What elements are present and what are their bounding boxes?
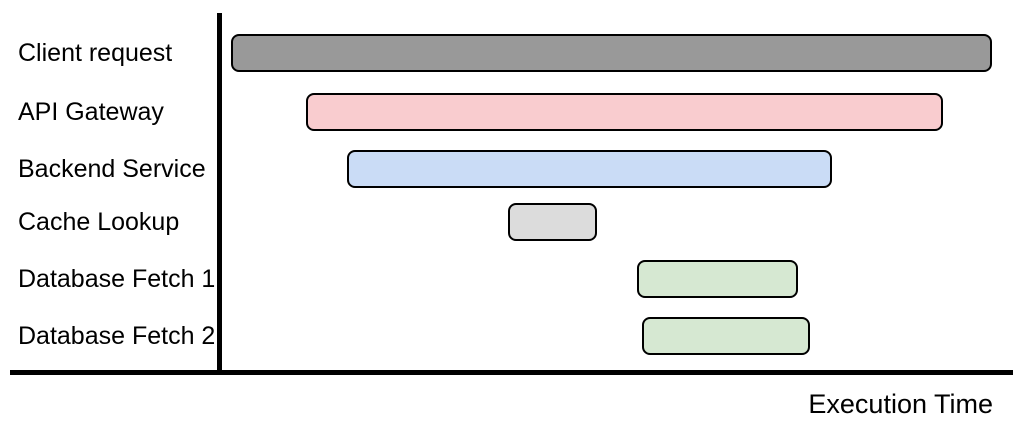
row-label-0: Client request [18,39,173,67]
x-axis-line [10,370,1013,375]
row-label-1: API Gateway [18,98,164,126]
gantt-bar-0 [230,34,993,72]
row-label-2: Backend Service [18,155,206,183]
row-label-5: Database Fetch 2 [18,322,216,350]
x-axis-title: Execution Time [808,389,993,419]
gantt-bar-2 [346,150,832,188]
gantt-bar-5 [641,317,811,355]
row-label-3: Cache Lookup [18,208,180,236]
gantt-bar-1 [306,93,944,131]
gantt-bar-3 [508,203,598,241]
y-axis-line [217,13,222,373]
gantt-bar-4 [636,260,799,298]
row-label-4: Database Fetch 1 [18,265,216,293]
